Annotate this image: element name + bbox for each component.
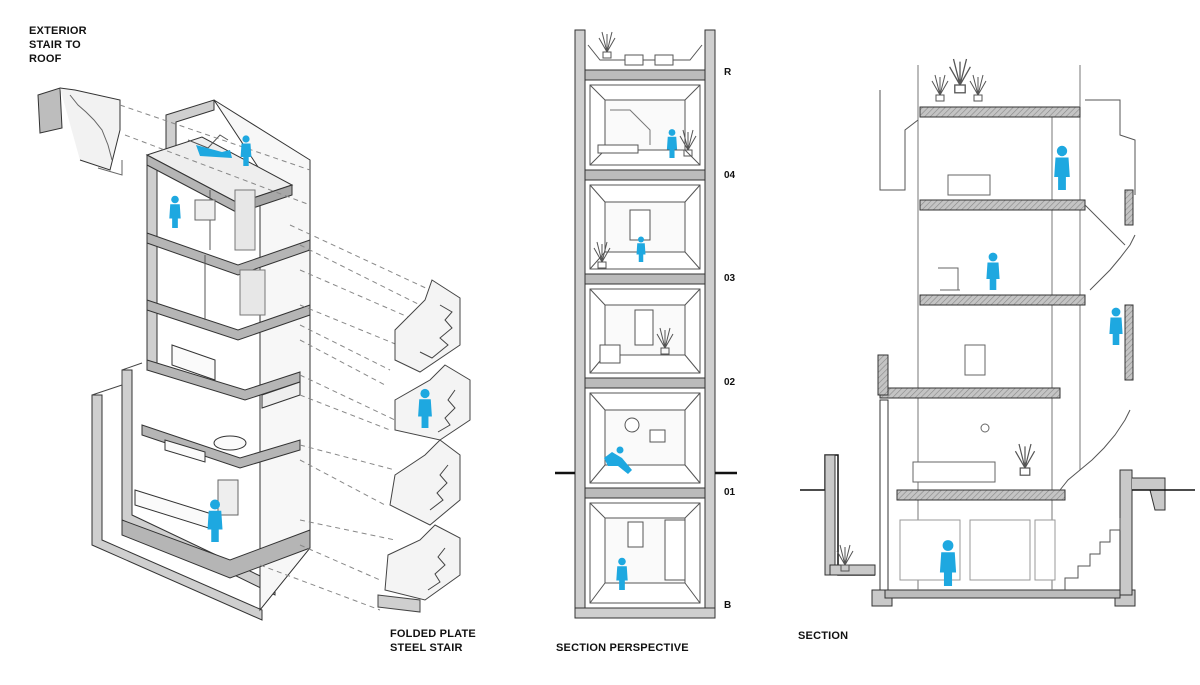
level-label-02: 02	[724, 377, 736, 388]
person-figure-icon	[986, 252, 1000, 290]
level-label-roof: R	[724, 67, 732, 78]
person-figure-head	[616, 446, 624, 454]
person-figure-icon	[196, 145, 232, 158]
section-view	[800, 58, 1195, 607]
person-figure-icon	[1054, 145, 1070, 190]
level-label-01: 01	[724, 487, 736, 498]
plant-icon	[598, 31, 616, 59]
axonometric-view	[37, 87, 471, 621]
section-perspective-label: SECTION PERSPECTIVE	[556, 642, 689, 654]
folded-stair-drawing	[377, 279, 471, 613]
plant-icon	[969, 74, 987, 102]
level-label-basement: B	[724, 600, 731, 611]
exterior-stair-label: EXTERIOR STAIR TO ROOF	[29, 24, 87, 66]
exterior-stair-label-line2: STAIR TO	[29, 39, 81, 51]
person-figure-icon	[604, 452, 632, 474]
tower-massing	[91, 99, 311, 621]
exterior-stair-label-line1: EXTERIOR	[29, 25, 87, 37]
exterior-stair-drawing	[37, 87, 123, 176]
folded-stair-label-line2: STEEL STAIR	[390, 642, 463, 654]
level-label-04: 04	[724, 170, 736, 181]
person-figure-icon	[169, 195, 181, 228]
plant-icon	[948, 58, 972, 94]
level-label-03: 03	[724, 273, 736, 284]
folded-stair-label-line1: FOLDED PLATE	[390, 628, 476, 640]
folded-stair-label: FOLDED PLATE STEEL STAIR	[390, 627, 476, 655]
person-figure-icon	[1109, 307, 1123, 345]
exterior-stair-label-line3: ROOF	[29, 53, 62, 65]
section-perspective-view: R 04 03 02 01 B	[555, 29, 737, 619]
section-label: SECTION	[798, 630, 849, 642]
projection-lines	[119, 104, 431, 611]
plant-icon	[1014, 443, 1036, 476]
axonometric-figures	[169, 135, 432, 542]
section-perspective-figures	[604, 129, 678, 590]
plant-icon	[931, 74, 949, 102]
